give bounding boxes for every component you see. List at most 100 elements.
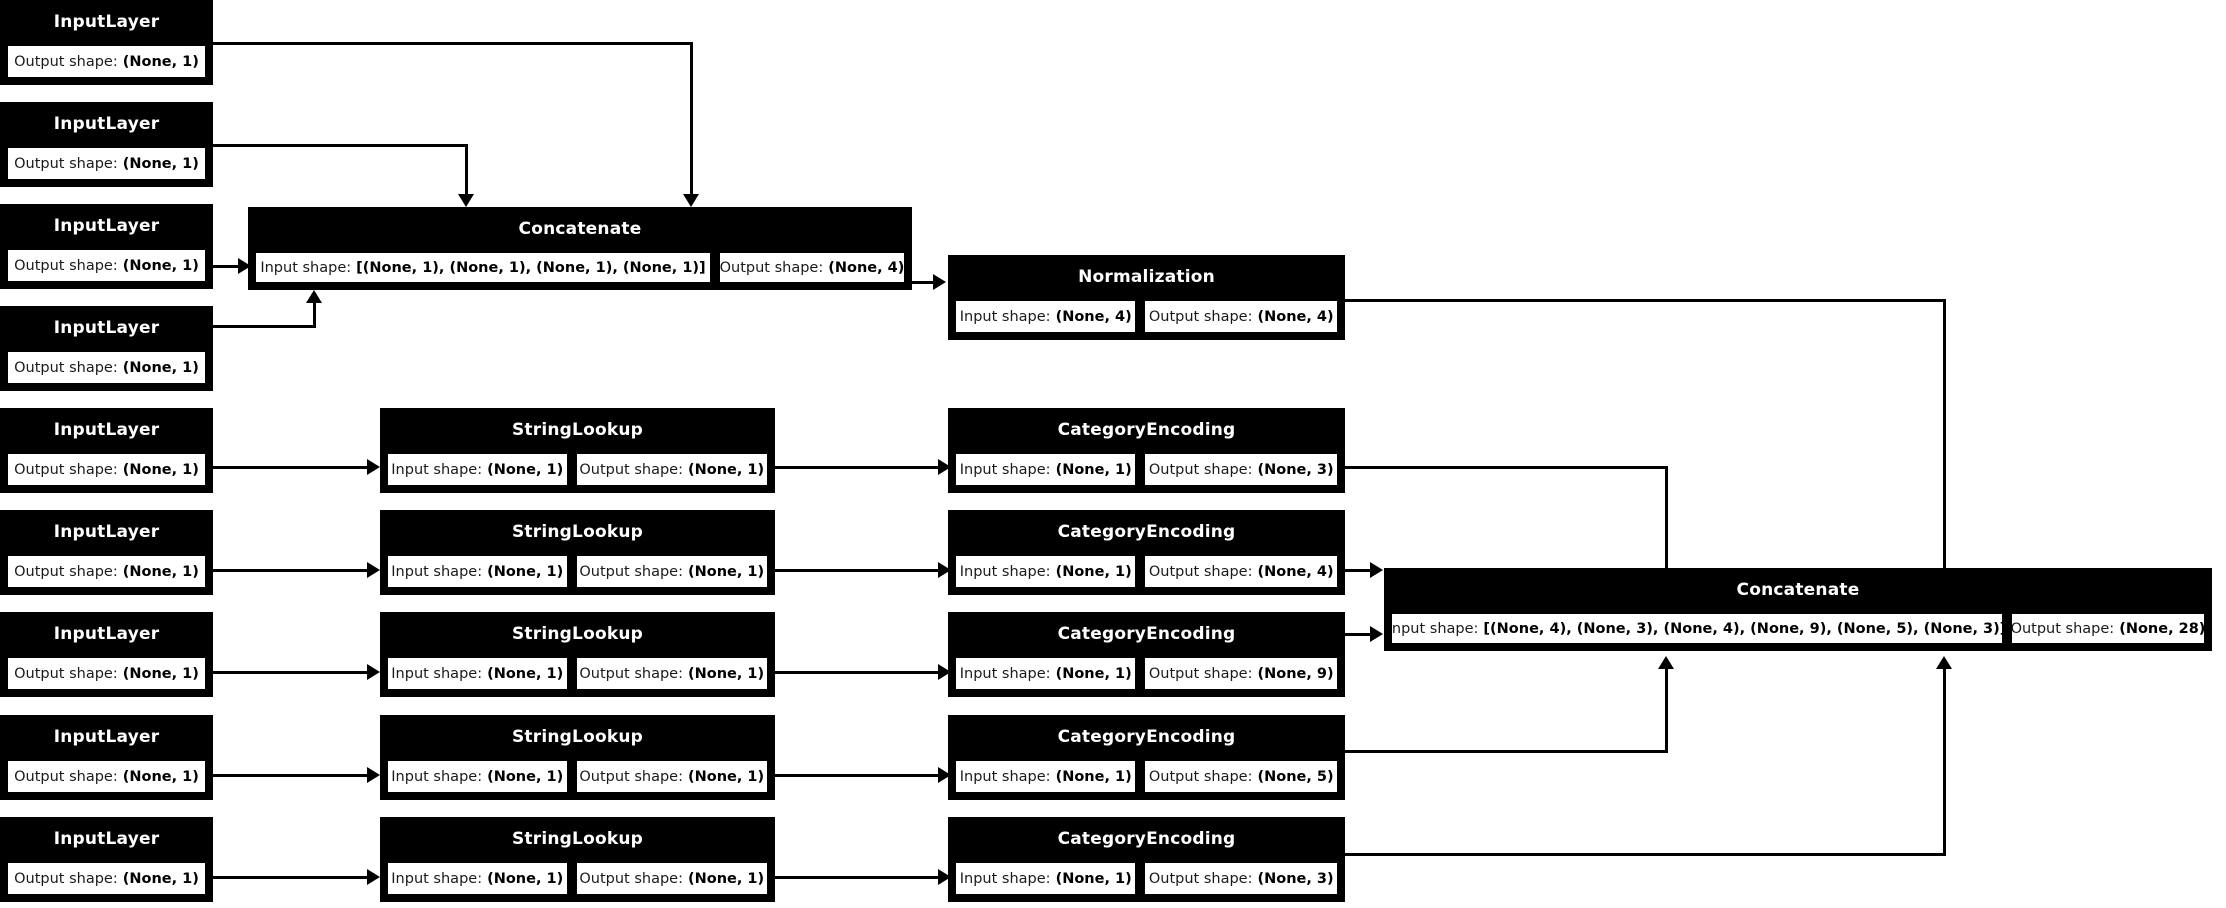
node-shape-row: Input shape:(None, 1) Output shape:(None… — [383, 653, 772, 694]
node-categoryencoding-4[interactable]: CategoryEncoding Input shape:(None, 1) O… — [948, 715, 1345, 800]
input-shape-value: (None, 4) — [1055, 308, 1132, 325]
output-shape-value: (None, 1) — [122, 257, 199, 274]
node-title: CategoryEncoding — [951, 411, 1342, 449]
node-shape-row: Output shape:(None, 1) — [3, 41, 210, 82]
input-shape-cell: Input shape:(None, 1) — [954, 861, 1138, 896]
node-input-layer-6[interactable]: InputLayer Output shape:(None, 1) — [0, 510, 213, 595]
output-shape-cell: Output shape:(None, 3) — [1143, 452, 1339, 487]
node-input-layer-5[interactable]: InputLayer Output shape:(None, 1) — [0, 408, 213, 493]
output-shape-label: Output shape: — [1148, 308, 1253, 325]
node-normalization[interactable]: Normalization Input shape:(None, 4) Outp… — [948, 255, 1345, 340]
edge-normalization-to-final — [1345, 299, 1946, 302]
arrowhead-lookup3-enc3 — [938, 664, 951, 680]
node-stringlookup-3[interactable]: StringLookup Input shape:(None, 1) Outpu… — [380, 612, 775, 697]
input-shape-label: Input shape: — [391, 665, 483, 682]
node-title: CategoryEncoding — [951, 820, 1342, 858]
edge-enc2-to-final — [1345, 569, 1373, 572]
output-shape-value: (None, 1) — [122, 53, 199, 70]
node-stringlookup-2[interactable]: StringLookup Input shape:(None, 1) Outpu… — [380, 510, 775, 595]
input-shape-value: (None, 1) — [487, 870, 564, 887]
node-categoryencoding-2[interactable]: CategoryEncoding Input shape:(None, 1) O… — [948, 510, 1345, 595]
node-title: InputLayer — [3, 411, 210, 449]
output-shape-label: Output shape: — [14, 53, 118, 70]
output-shape-value: (None, 28) — [2119, 620, 2206, 637]
output-shape-label: Output shape: — [14, 665, 118, 682]
node-title: InputLayer — [3, 718, 210, 756]
output-shape-label: Output shape: — [14, 768, 118, 785]
node-input-layer-1[interactable]: InputLayer Output shape:(None, 1) — [0, 0, 213, 85]
output-shape-label: Output shape: — [719, 259, 824, 276]
node-title: CategoryEncoding — [951, 513, 1342, 551]
output-shape-cell: Output shape:(None, 4) — [1143, 299, 1339, 334]
node-shape-row: Input shape:[(None, 1), (None, 1), (None… — [251, 248, 909, 287]
input-shape-label: Input shape: — [959, 870, 1051, 887]
output-shape-cell: Output shape:(None, 1) — [574, 452, 769, 487]
node-input-layer-8[interactable]: InputLayer Output shape:(None, 1) — [0, 715, 213, 800]
node-input-layer-9[interactable]: InputLayer Output shape:(None, 1) — [0, 817, 213, 902]
output-shape-value: (None, 1) — [122, 870, 199, 887]
output-shape-label: Output shape: — [14, 257, 118, 274]
edge-input7-to-lookup3 — [213, 671, 370, 674]
output-shape-cell: Output shape:(None, 1) — [6, 759, 207, 794]
node-stringlookup-1[interactable]: StringLookup Input shape:(None, 1) Outpu… — [380, 408, 775, 493]
arrowhead-input3-concat — [238, 258, 251, 274]
output-shape-value: (None, 1) — [122, 359, 199, 376]
output-shape-cell: Output shape:(None, 1) — [574, 861, 769, 896]
edge-input6-to-lookup2 — [213, 569, 370, 572]
input-shape-label: Input shape: — [959, 768, 1051, 785]
edge-input2-to-concat — [213, 144, 468, 147]
edge-enc5-to-final — [1345, 853, 1946, 856]
output-shape-cell: Output shape:(None, 4) — [1143, 554, 1339, 589]
node-title: Concatenate — [1387, 571, 2209, 609]
edge-enc5-to-final-v — [1943, 668, 1946, 856]
output-shape-cell: Output shape:(None, 1) — [574, 554, 769, 589]
output-shape-label: Output shape: — [579, 665, 683, 682]
node-title: InputLayer — [3, 820, 210, 858]
node-title: InputLayer — [3, 513, 210, 551]
node-shape-row: Output shape:(None, 1) — [3, 143, 210, 184]
node-shape-row: Output shape:(None, 1) — [3, 756, 210, 797]
output-shape-label: Output shape: — [579, 870, 683, 887]
arrowhead-concat-normalization — [933, 274, 946, 290]
node-title: Normalization — [951, 258, 1342, 296]
edge-input2-to-concat-v — [465, 144, 468, 197]
node-shape-row: Input shape:(None, 1) Output shape:(None… — [951, 756, 1342, 797]
edge-normalization-to-final-v — [1943, 299, 1946, 574]
node-stringlookup-4[interactable]: StringLookup Input shape:(None, 1) Outpu… — [380, 715, 775, 800]
output-shape-label: Output shape: — [14, 870, 118, 887]
node-concatenate-final[interactable]: Concatenate Input shape:[(None, 4), (Non… — [1384, 568, 2212, 651]
arrowhead-enc5-final — [1936, 656, 1952, 669]
node-shape-row: Output shape:(None, 1) — [3, 653, 210, 694]
output-shape-value: (None, 1) — [122, 461, 199, 478]
output-shape-value: (None, 1) — [688, 461, 765, 478]
output-shape-value: (None, 4) — [1257, 308, 1334, 325]
node-categoryencoding-3[interactable]: CategoryEncoding Input shape:(None, 1) O… — [948, 612, 1345, 697]
input-shape-value: (None, 1) — [1055, 665, 1132, 682]
output-shape-cell: Output shape:(None, 1) — [6, 44, 207, 79]
node-categoryencoding-1[interactable]: CategoryEncoding Input shape:(None, 1) O… — [948, 408, 1345, 493]
node-shape-row: Input shape:(None, 1) Output shape:(None… — [383, 756, 772, 797]
input-shape-cell: Input shape:(None, 1) — [954, 554, 1138, 589]
output-shape-cell: Output shape:(None, 1) — [574, 759, 769, 794]
input-shape-label: Input shape: — [959, 665, 1051, 682]
output-shape-label: Output shape: — [1148, 563, 1253, 580]
node-input-layer-3[interactable]: InputLayer Output shape:(None, 1) — [0, 204, 213, 289]
output-shape-label: Output shape: — [14, 155, 118, 172]
output-shape-value: (None, 1) — [122, 563, 199, 580]
arrowhead-input9-lookup5 — [367, 869, 380, 885]
edge-input4-to-concat-v — [313, 302, 316, 328]
node-title: StringLookup — [383, 411, 772, 449]
edge-input8-to-lookup4 — [213, 774, 370, 777]
node-shape-row: Output shape:(None, 1) — [3, 858, 210, 899]
node-shape-row: Input shape:(None, 1) Output shape:(None… — [951, 858, 1342, 899]
node-stringlookup-5[interactable]: StringLookup Input shape:(None, 1) Outpu… — [380, 817, 775, 902]
node-categoryencoding-5[interactable]: CategoryEncoding Input shape:(None, 1) O… — [948, 817, 1345, 902]
node-concatenate-numeric[interactable]: Concatenate Input shape:[(None, 1), (Non… — [248, 207, 912, 290]
output-shape-cell: Output shape:(None, 1) — [6, 146, 207, 181]
arrowhead-enc2-final — [1370, 562, 1383, 578]
node-input-layer-7[interactable]: InputLayer Output shape:(None, 1) — [0, 612, 213, 697]
node-input-layer-4[interactable]: InputLayer Output shape:(None, 1) — [0, 306, 213, 391]
output-shape-cell: Output shape:(None, 1) — [6, 350, 207, 385]
node-input-layer-2[interactable]: InputLayer Output shape:(None, 1) — [0, 102, 213, 187]
